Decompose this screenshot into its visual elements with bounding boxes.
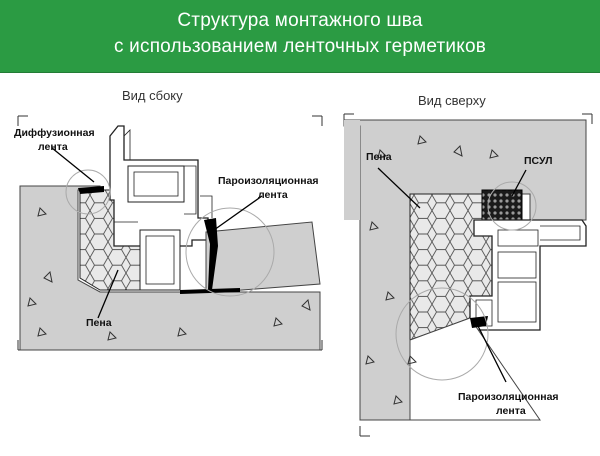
diagram-title-line1: Структура монтажного шва [177, 10, 423, 31]
side-vapor-tape [204, 218, 218, 290]
header-banner: Структура монтажного шва с использование… [0, 0, 600, 73]
side-label-vapor-tape-1: Пароизоляционная [218, 175, 319, 187]
side-window-frame [109, 125, 213, 291]
diagram-title-line2: с использованием ленточных герметиков [114, 36, 486, 57]
top-view-title: Вид сверху [418, 93, 486, 108]
top-reveal [409, 317, 541, 421]
side-label-diffusion-tape-1: Диффузионная [14, 127, 95, 139]
side-label-vapor-tape-2: лента [258, 189, 288, 201]
top-psul-tape [481, 189, 523, 221]
top-label-vapor-tape-1: Пароизоляционная [458, 391, 559, 403]
side-label-diffusion-tape-2: лента [38, 141, 68, 153]
side-diffusion-tape [78, 186, 104, 194]
top-label-foam: Пена [366, 151, 392, 163]
top-label-psul: ПСУЛ [524, 155, 553, 167]
top-vapor-tape [470, 316, 488, 328]
top-label-vapor-tape-2: лента [496, 405, 526, 417]
side-label-foam: Пена [86, 317, 112, 329]
top-view-diagram: Пена ПСУЛ Пароизоляционная лента [343, 113, 593, 437]
side-sill [205, 221, 321, 293]
side-view-title: Вид сбоку [122, 88, 183, 103]
side-view-diagram: Диффузионная лента Пароизоляционная лент… [14, 115, 323, 351]
top-window-frame [469, 219, 587, 331]
